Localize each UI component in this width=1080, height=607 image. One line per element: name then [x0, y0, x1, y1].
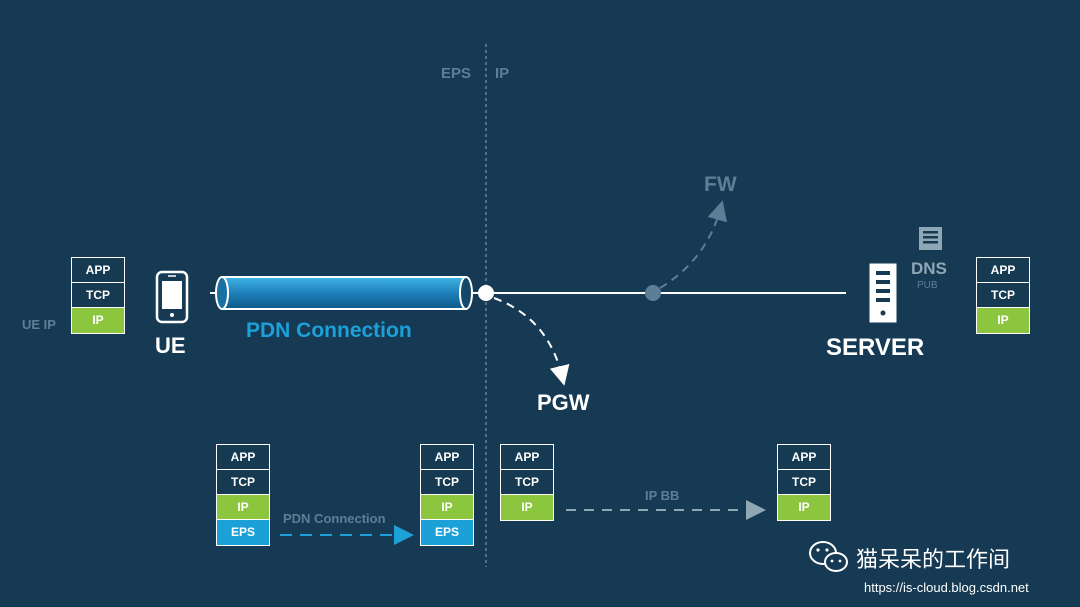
bottom-ipbb-label: IP BB [645, 488, 680, 503]
eps-divider-label: EPS [441, 65, 472, 82]
stack-layer-app: APP [778, 445, 830, 470]
bottom-pgw-ip-stack: APP TCP IP [500, 444, 554, 521]
stack-layer-app: APP [217, 445, 269, 470]
stack-layer-tcp: TCP [217, 470, 269, 495]
stack-layer-tcp: TCP [977, 283, 1029, 308]
watermark-title: 猫呆呆的工作间 [856, 547, 1011, 572]
ue-label: UE [155, 333, 186, 358]
bottom-server-stack: APP TCP IP [777, 444, 831, 521]
pdn-connection-label: PDN Connection [246, 319, 412, 342]
dns-sub-label: PUB [917, 280, 938, 291]
ue-protocol-stack: APP TCP IP [71, 257, 125, 334]
stack-layer-tcp: TCP [72, 283, 124, 308]
stack-layer-eps: EPS [421, 520, 473, 545]
stack-layer-app: APP [421, 445, 473, 470]
stack-layer-ip: IP [217, 495, 269, 520]
watermark-url: https://is-cloud.blog.csdn.net [864, 580, 1029, 595]
stack-layer-tcp: TCP [421, 470, 473, 495]
bottom-ue-stack: APP TCP IP EPS [216, 444, 270, 546]
ip-divider-label: IP [495, 65, 510, 82]
phone-icon [155, 270, 189, 324]
fw-node [645, 285, 661, 301]
bottom-pdn-label: PDN Connection [283, 511, 386, 526]
stack-layer-tcp: TCP [778, 470, 830, 495]
server-protocol-stack: APP TCP IP [976, 257, 1030, 334]
dns-icon [919, 227, 942, 250]
stack-layer-app: APP [977, 258, 1029, 283]
bottom-pgw-eps-stack: APP TCP IP EPS [420, 444, 474, 546]
stack-layer-app: APP [501, 445, 553, 470]
stack-layer-tcp: TCP [501, 470, 553, 495]
fw-label: FW [704, 173, 737, 196]
pgw-label: PGW [537, 390, 590, 415]
stack-layer-eps: EPS [217, 520, 269, 545]
server-label: SERVER [826, 334, 925, 361]
pgw-node [478, 285, 494, 301]
pgw-arrow [493, 297, 570, 386]
stack-layer-ip: IP [778, 495, 830, 520]
server-icon [869, 263, 897, 323]
ue-ip-label: UE IP [22, 317, 56, 332]
wechat-icon [809, 541, 848, 572]
stack-layer-ip: IP [421, 495, 473, 520]
pdn-tunnel [215, 276, 473, 310]
dns-label: DNS [911, 259, 947, 278]
stack-layer-app: APP [72, 258, 124, 283]
stack-layer-ip: IP [977, 308, 1029, 333]
fw-arrow [659, 200, 727, 289]
stack-layer-ip: IP [72, 308, 124, 333]
stack-layer-ip: IP [501, 495, 553, 520]
